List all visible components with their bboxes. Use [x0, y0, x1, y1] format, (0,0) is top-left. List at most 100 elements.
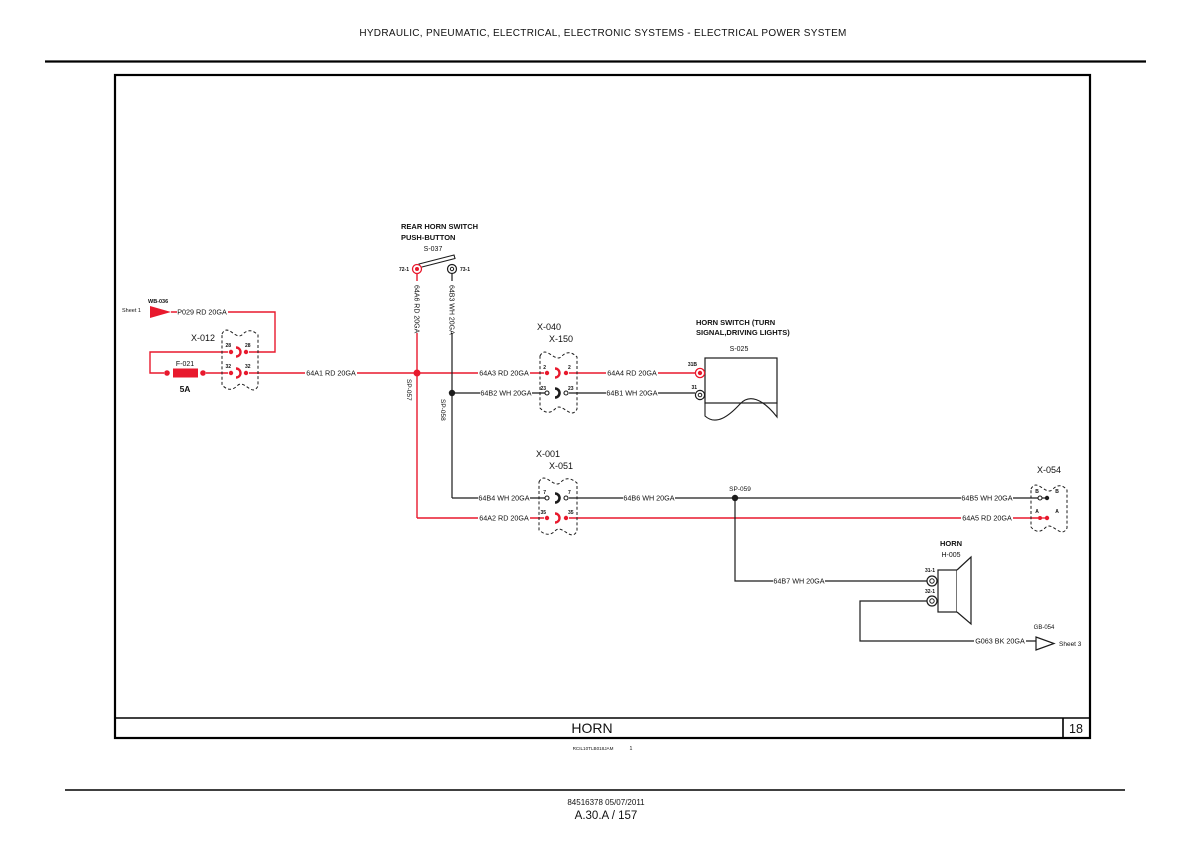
label-mask: [478, 513, 530, 523]
drawing-ref-page: 1: [630, 746, 633, 752]
wire-label-64b6: 64B6 WH 20GA: [623, 494, 674, 503]
wire-label-64b4: 64B4 WH 20GA: [478, 494, 529, 503]
connector-x012-outline: [221, 329, 259, 391]
wb036-id: WB-036: [148, 299, 168, 305]
s025-pin-bottom-label: 31: [691, 385, 697, 391]
gb054-sheet-ref: Sheet 3: [1059, 641, 1082, 648]
x040-id-line1: X-040: [537, 322, 561, 332]
x012-pin-contact: [228, 349, 234, 355]
splice-sp058-label: SP-058: [439, 399, 446, 421]
wire-labels: P029 RD 20GA 64A1 RD 20GA 64A3 RD 20GA 6…: [177, 307, 1026, 646]
f021-id: F-021: [176, 361, 194, 368]
label-mask: [478, 368, 530, 378]
x040-pin-23-left: 23: [540, 386, 546, 392]
wire-label-64b7: 64B7 WH 20GA: [773, 577, 824, 586]
splice-sp059-label: SP-059: [729, 486, 751, 493]
label-mask: [305, 368, 357, 378]
x012-pin-mate-arc: [235, 367, 242, 379]
wire-label-g063: G063 BK 20GA: [975, 637, 1025, 646]
wire-fuse-feed-run: [149, 351, 228, 374]
x054-pin-a-right: A: [1055, 509, 1059, 515]
s025-terminal-31-pin: [697, 392, 703, 398]
label-mask: [410, 281, 422, 333]
s025-pin-top-label: 31B: [688, 362, 698, 368]
splice-sp057-dot: [413, 369, 421, 377]
x040-pin-mate-arc: [554, 387, 561, 399]
wire-64b7-run: [734, 498, 927, 582]
label-mask: [177, 307, 228, 317]
wb036-sheet-ref: Sheet 1: [122, 308, 141, 314]
ground-gb054: GB-054 Sheet 3: [1034, 625, 1082, 651]
wire-g063-run: [859, 600, 1036, 642]
x001-pin-35-right: 35: [568, 510, 574, 516]
sheet-out-arrow-icon: [1035, 636, 1056, 651]
connector-x012: X-012 28 28 32 32: [191, 329, 259, 391]
x012-pin-contact: [243, 370, 249, 376]
x012-pin-contact: [228, 370, 234, 376]
x054-pin-socket: [1037, 495, 1043, 501]
label-mask: [606, 388, 658, 398]
wire-label-64b5: 64B5 WH 20GA: [961, 494, 1012, 503]
s037-name-line1: REAR HORN SWITCH: [401, 222, 478, 231]
h005-terminal-31-1-pin: [929, 578, 935, 584]
drawing-frame: [113, 73, 1092, 740]
horn-switch-s025: HORN SWITCH (TURN SIGNAL,DRIVING LIGHTS)…: [688, 318, 790, 421]
x054-pin-b-right: B: [1055, 489, 1059, 495]
s037-terminal-right-label: 73-1: [460, 267, 470, 273]
sheet-in-arrow-icon: [150, 306, 171, 318]
x012-pin-contact: [243, 349, 249, 355]
x054-pin-b-left: B: [1035, 489, 1039, 495]
sheet-number: 18: [1069, 722, 1083, 736]
wire-label-64a3: 64A3 RD 20GA: [479, 369, 529, 378]
x040-pin-contact: [563, 370, 569, 376]
fuse-body: [173, 368, 198, 378]
s037-terminal-left-label: 72-1: [399, 267, 409, 273]
x001-pin-7-left: 7: [543, 490, 546, 496]
s037-terminal-72-1-pin: [415, 267, 419, 271]
splice-sp057-label: SP-057: [405, 379, 412, 401]
x001-pin-35-left: 35: [540, 510, 546, 516]
label-mask: [480, 388, 532, 398]
splices: SP-057 SP-058 SP-059: [405, 369, 751, 502]
x040-pin-mate-arc: [554, 367, 561, 379]
wire-label-64a5: 64A5 RD 20GA: [962, 514, 1012, 523]
x012-pin-32-left: 32: [225, 364, 231, 370]
x054-pin-a-left: A: [1035, 509, 1039, 515]
h005-terminal-top-label: 31-1: [925, 568, 935, 574]
wire-label-64a4: 64A4 RD 20GA: [607, 369, 657, 378]
switch-s037: REAR HORN SWITCH PUSH-BUTTON S-037 72-1 …: [399, 222, 478, 275]
x012-pin-28-right: 28: [245, 343, 251, 349]
fuse-f021: F-021 5A: [164, 361, 206, 394]
s037-terminal-73-1-pin: [449, 266, 455, 272]
h005-terminal-bottom-label: 32-1: [925, 589, 935, 595]
h005-terminal-32-1-pin: [929, 598, 935, 604]
x001-pin-socket: [563, 495, 569, 501]
splice-sp058-dot: [448, 389, 456, 397]
fuse-terminal: [164, 370, 170, 376]
x040-pin-2-right: 2: [568, 365, 571, 371]
h005-name: HORN: [940, 539, 962, 548]
s025-name-line1: HORN SWITCH (TURN: [696, 318, 775, 327]
x001-pin-contact: [544, 515, 550, 521]
footer-publication: 84516378 05/07/2011: [567, 798, 645, 807]
wire-label-64b2: 64B2 WH 20GA: [480, 389, 531, 398]
red-wire-runs: [149, 274, 1038, 519]
label-mask: [961, 493, 1013, 503]
wire-label-64b3: 64B3 WH 20GA: [448, 285, 455, 335]
label-mask: [961, 513, 1013, 523]
page-header-title: HYDRAULIC, PNEUMATIC, ELECTRICAL, ELECTR…: [359, 28, 846, 39]
label-mask: [974, 636, 1026, 646]
h005-id: H-005: [941, 552, 960, 559]
x001-pin-socket: [544, 495, 550, 501]
connector-x040-outline: [539, 351, 578, 414]
drawing-ref: RCIL10TLB018JAM: [573, 746, 614, 751]
x001-id-line2: X-051: [549, 461, 573, 471]
s025-id: S-025: [730, 346, 749, 353]
x054-pin-contact: [1038, 516, 1042, 520]
horn-h005: HORN H-005 31-1 32-1: [925, 539, 972, 626]
connector-x054: X-054 B B A A: [1030, 465, 1068, 533]
f021-rating: 5A: [180, 384, 191, 394]
s025-name-line2: SIGNAL,DRIVING LIGHTS): [696, 328, 790, 337]
x012-pin-mate-arc: [235, 346, 242, 358]
